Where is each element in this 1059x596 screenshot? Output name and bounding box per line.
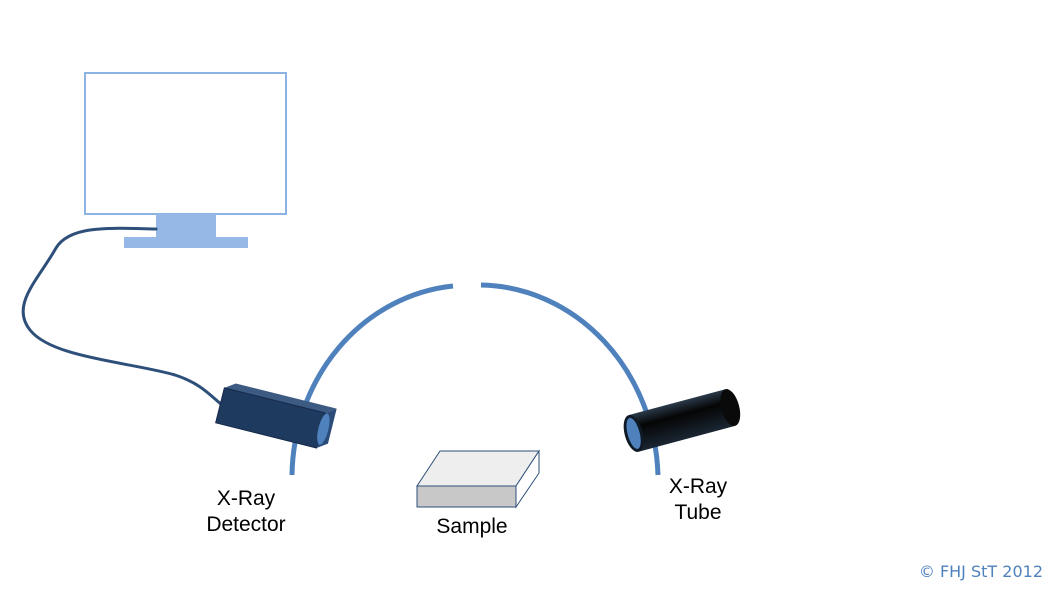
tube-back-cap: [720, 389, 741, 427]
tube-label-line2: Tube: [674, 501, 722, 524]
monitor-neck: [156, 214, 216, 239]
sample-icon: [416, 449, 540, 509]
monitor-icon: [84, 72, 287, 248]
tube-body: [628, 389, 736, 452]
sample-label-text: Sample: [436, 515, 508, 538]
goniometer-arc: [289, 282, 661, 476]
xray-detector-icon: [215, 383, 337, 449]
detector-label-line1: X-Ray: [216, 487, 276, 510]
detector-label-line2: Detector: [206, 513, 286, 536]
tube-label: X-Ray Tube: [654, 474, 742, 526]
detector-label: X-Ray Detector: [196, 486, 296, 538]
detector-cable: [21, 226, 224, 407]
sample-label: Sample: [420, 514, 524, 540]
tube-label-line1: X-Ray: [668, 475, 728, 498]
detector-top-face: [224, 383, 337, 414]
monitor-screen: [84, 72, 287, 215]
sample-front-face: [416, 485, 517, 508]
sample-side-face: [515, 449, 540, 509]
xray-tube-icon: [623, 389, 741, 452]
tube-window: [626, 417, 641, 449]
detector-window: [317, 413, 330, 445]
copyright-notice: © FHJ StT 2012: [918, 562, 1043, 581]
monitor-base: [124, 237, 248, 248]
